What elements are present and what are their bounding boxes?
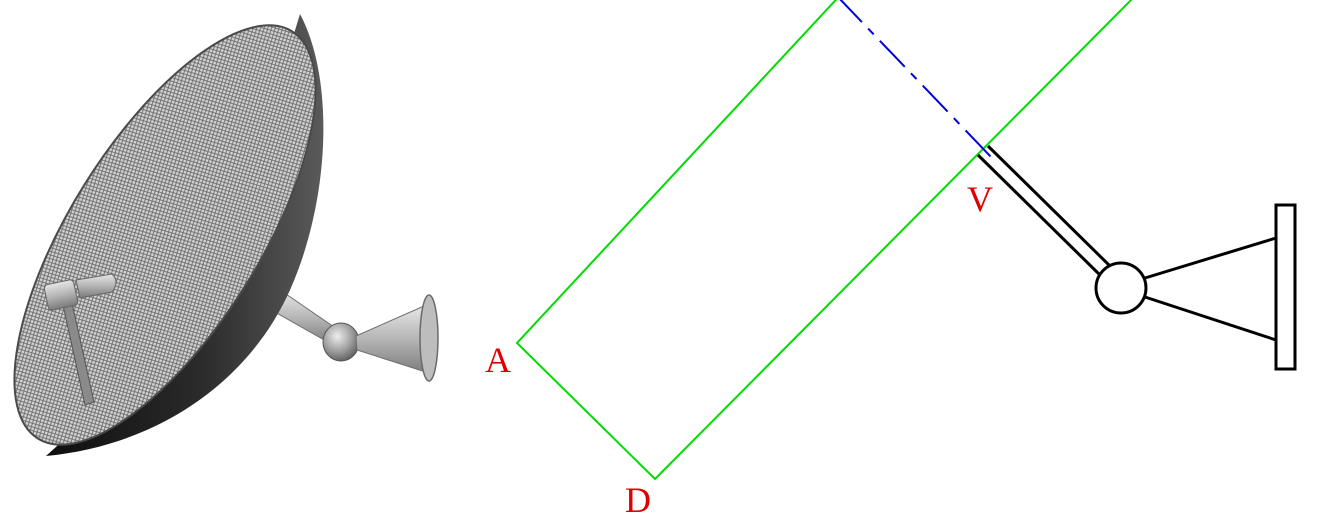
point-label-v: V <box>967 179 993 219</box>
mount-wall-plate <box>419 294 439 382</box>
arm-line-outer <box>986 144 1112 268</box>
wall-plate <box>1274 203 1297 371</box>
support-line-upper <box>1144 236 1277 280</box>
dish-schematic <box>515 0 1297 481</box>
point-label-a: A <box>485 340 511 380</box>
dish-axis-dashed <box>839 0 993 159</box>
dish-back-shell <box>46 14 324 456</box>
lnb-feed-body <box>75 273 117 299</box>
dish-reflector-mesh <box>13 24 317 446</box>
support-line-lower <box>1144 295 1277 342</box>
hinge-circle <box>1094 261 1148 315</box>
section-outline <box>515 0 1133 481</box>
mount-ball-joint <box>322 322 360 362</box>
lnb-feed-head <box>43 279 79 311</box>
arm-line-inner <box>976 153 1103 278</box>
dish-render <box>13 14 439 456</box>
point-label-d: D <box>625 480 651 517</box>
